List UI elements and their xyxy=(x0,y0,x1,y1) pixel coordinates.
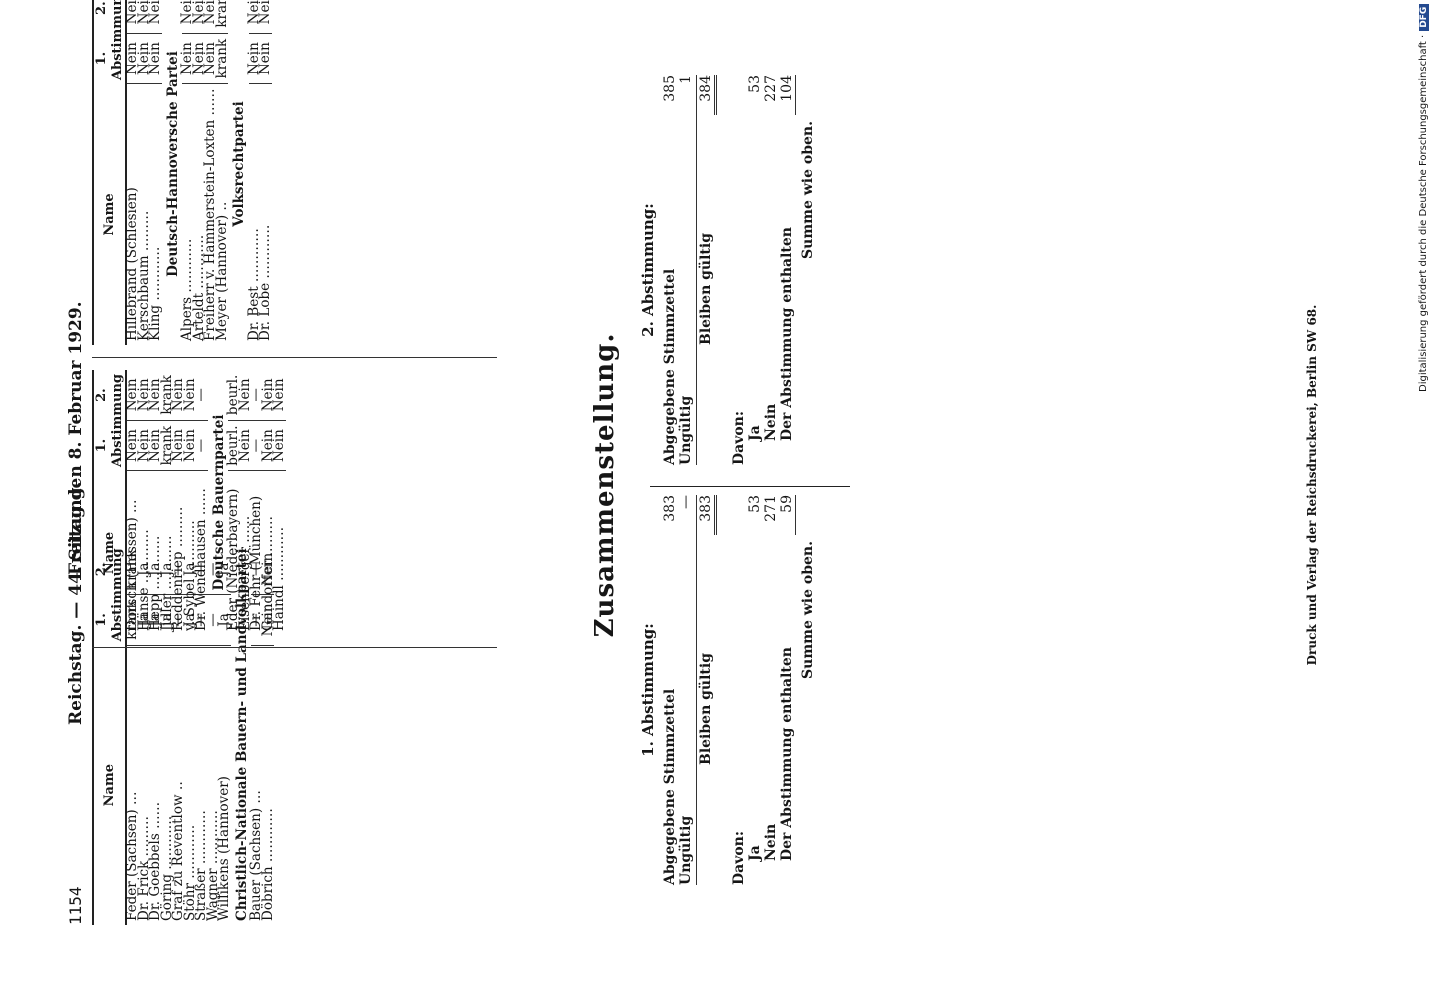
member-name: Dr. Lobe ………… xyxy=(257,224,273,341)
column-header-vote1: 1. xyxy=(93,420,110,471)
summary-heading: 2. Abstimmung: xyxy=(639,203,657,337)
column-divider xyxy=(92,357,497,358)
vote-2-cell: krank xyxy=(214,0,230,34)
printer-imprint: Druck und Verlag der Reichsdruckerei, Be… xyxy=(1305,304,1319,666)
table-row: Dr. Wendhausen …… —— xyxy=(193,370,209,635)
vote-1-cell: — xyxy=(193,420,209,471)
vote-2-cell: Nein xyxy=(257,0,273,34)
vote-1-cell: krank xyxy=(214,33,230,84)
column-header-name: Name xyxy=(93,83,126,345)
header-date: Freitag den 8. Februar 1929. xyxy=(66,301,86,575)
member-name: Willikens (Hannover) xyxy=(216,776,232,921)
dfg-logo: DFG xyxy=(1419,3,1429,31)
page-number: 1154 xyxy=(66,886,85,925)
summary-heading: 1. Abstimmung: xyxy=(639,623,657,757)
dfg-credit: Digitalisierung gefördert durch die Deut… xyxy=(1418,0,1434,392)
page-header: 1154 Reichstag. — 44. Sitzung. Freitag d… xyxy=(60,45,92,925)
vote-2-cell: Nein xyxy=(147,0,163,34)
column-header-vote2: 2. xyxy=(93,0,110,34)
column-divider xyxy=(92,647,497,648)
member-name: Haindl ………… xyxy=(271,526,287,631)
summary-total: Summe wie oben. xyxy=(800,121,816,259)
summary-row: Davon: xyxy=(731,830,747,885)
summary-row: Ungültig— xyxy=(678,495,694,885)
summary-divider xyxy=(650,486,850,487)
vote-2-cell: Nein xyxy=(271,370,287,421)
dfg-text: Digitalisierung gefördert durch die Deut… xyxy=(1418,34,1429,392)
column-header-name: Name xyxy=(93,470,126,635)
vote-1-cell: Nein xyxy=(271,420,287,471)
member-name: Meyer (Hannover) ‥ xyxy=(213,201,230,341)
column-header-name: Name xyxy=(93,645,126,925)
vote-2-cell: — xyxy=(193,370,209,421)
vote-1-cell: Nein xyxy=(147,33,163,84)
summary-title: Zusammenstellung. xyxy=(590,332,620,638)
column-header-vote1: 1. xyxy=(93,33,110,84)
member-name: Kling ………… xyxy=(147,246,163,341)
member-name: Dr. Wendhausen …… xyxy=(193,488,209,631)
rotated-page: 1154 Reichstag. — 44. Sitzung. Freitag d… xyxy=(60,0,900,925)
vote-1-cell: Nein xyxy=(257,33,273,84)
column-header-vote2: 2. xyxy=(93,370,110,421)
member-name: Döbrich ………… xyxy=(259,808,276,921)
summary-total: Summe wie oben. xyxy=(800,541,816,679)
summary-row: Davon: xyxy=(731,410,747,465)
